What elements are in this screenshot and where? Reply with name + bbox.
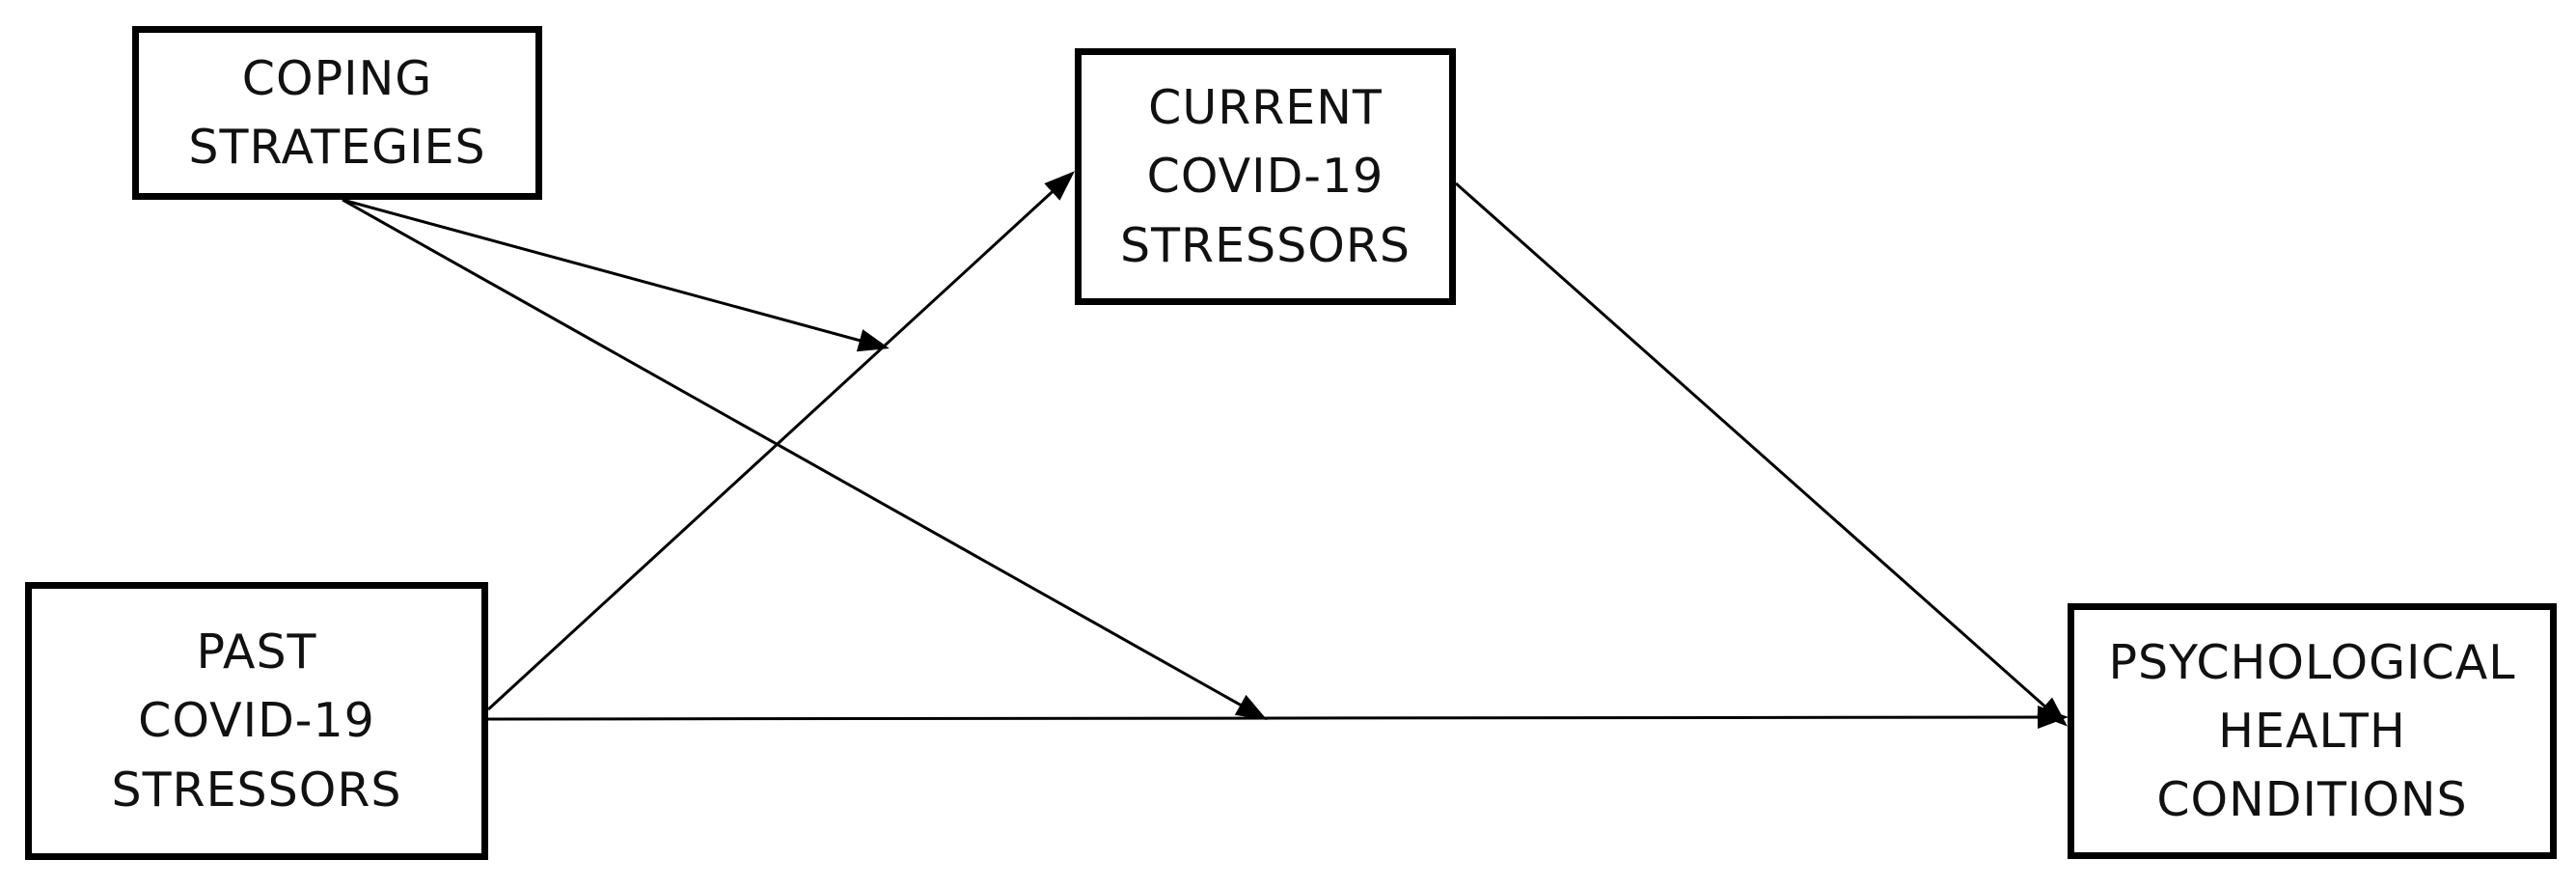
past-covid-stressors-label: PAST COVID-19 STRESSORS	[111, 624, 402, 818]
arrow-coping-moderates-past-current	[342, 198, 890, 352]
psychological-health-conditions-box: PSYCHOLOGICAL HEALTH CONDITIONS	[2068, 603, 2557, 859]
current-covid-stressors-label: CURRENT COVID-19 STRESSORS	[1120, 80, 1411, 273]
arrow-past-to-psych	[487, 706, 2069, 730]
arrow-past-to-current	[486, 171, 1075, 711]
current-covid-stressors-box: CURRENT COVID-19 STRESSORS	[1075, 48, 1456, 305]
psychological-health-conditions-label: PSYCHOLOGICAL HEALTH CONDITIONS	[2108, 634, 2516, 828]
coping-strategies-label: COPING STRATEGIES	[188, 50, 486, 175]
coping-strategies-box: COPING STRATEGIES	[132, 26, 542, 200]
arrow-current-to-psych	[1455, 181, 2068, 727]
past-covid-stressors-box: PAST COVID-19 STRESSORS	[25, 582, 488, 860]
arrow-coping-moderates-past-psych	[342, 198, 1268, 720]
